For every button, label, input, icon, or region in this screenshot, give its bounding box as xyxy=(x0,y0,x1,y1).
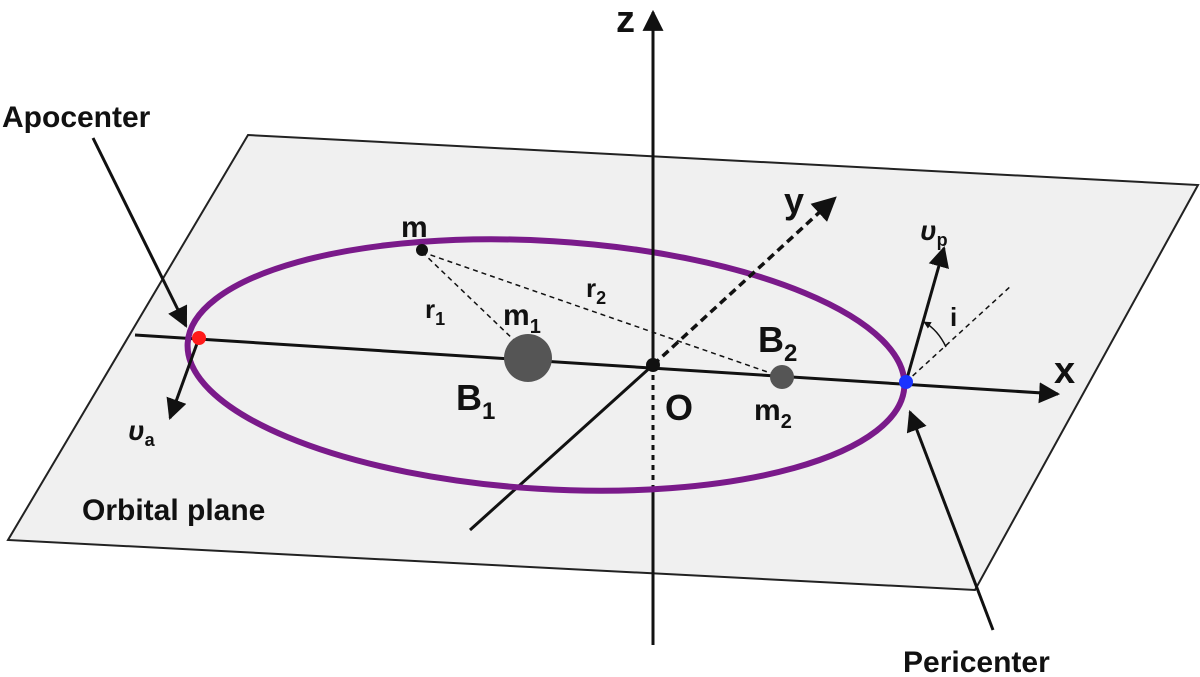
inclination-label: i xyxy=(950,302,957,332)
r1-label: r1 xyxy=(425,294,445,329)
y-axis-negative xyxy=(468,363,655,532)
test-mass-label: m xyxy=(401,211,428,244)
m2-label: m2 xyxy=(754,394,792,433)
velocity-apocenter-label: υa xyxy=(128,415,156,450)
origin-dot xyxy=(646,358,660,372)
y-axis-label: y xyxy=(784,180,804,221)
m1-label: m1 xyxy=(503,299,541,338)
velocity-pericenter-arrow xyxy=(904,245,949,383)
z-axis-label: z xyxy=(616,0,635,41)
pericenter-dot xyxy=(899,375,913,389)
test-mass-dot xyxy=(416,244,428,256)
apocenter-pointer xyxy=(91,137,188,328)
velocity-apocenter-arrow xyxy=(166,337,201,420)
body-b1 xyxy=(504,334,552,382)
r1-line xyxy=(421,251,517,343)
apocenter-label: Apocenter xyxy=(2,101,151,134)
inclination-arc xyxy=(923,321,947,348)
x-axis-label: x xyxy=(1054,350,1075,392)
orbital-plane xyxy=(6,133,1200,592)
origin-label: O xyxy=(665,387,693,428)
pericenter-label: Pericenter xyxy=(903,646,1050,677)
b2-label: B2 xyxy=(758,319,797,367)
b1-label: B1 xyxy=(456,377,495,425)
inclination-reference-line xyxy=(905,284,1013,383)
body-b2 xyxy=(770,365,794,389)
pericenter-pointer xyxy=(906,410,995,631)
y-axis-positive xyxy=(651,196,837,367)
velocity-pericenter-label: υp xyxy=(920,215,948,250)
r2-label: r2 xyxy=(586,273,606,308)
orbital-plane-label: Orbital plane xyxy=(82,494,265,527)
apocenter-dot xyxy=(192,331,206,345)
